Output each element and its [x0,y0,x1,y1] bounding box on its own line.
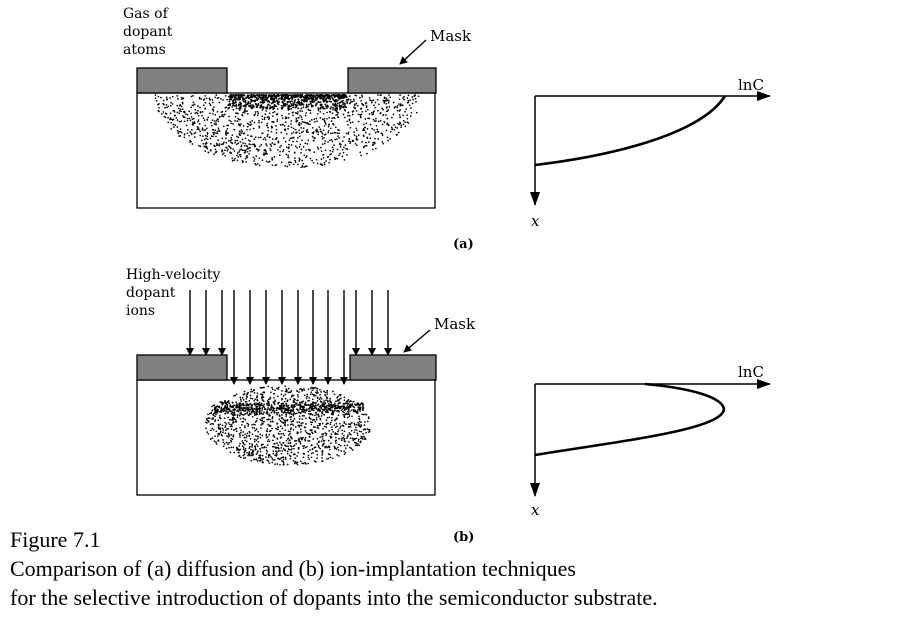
ion-label-line3: ions [126,303,155,319]
diffused-dopant-region [154,94,420,169]
lnc-label-b: lnC [738,363,764,381]
implanted-dopant-region [205,385,371,466]
substrate-a [136,92,436,209]
mask-label-b: Mask [434,315,476,333]
panel-b: High-velocity dopant ions Mask lnC x (b) [126,267,771,545]
implant-profile-curve [534,382,726,457]
ion-beam-arrows [186,290,392,385]
gas-label-line1: Gas of [123,6,170,22]
x-label-b: x [531,501,540,519]
x-label-a: x [531,212,540,230]
mask-label-a: Mask [430,27,472,45]
figure-caption-line2: for the selective introduction of dopant… [10,585,658,610]
mask-pointer-b [403,329,431,353]
figure-number: Figure 7.1 [10,527,101,552]
substrate-b [136,379,436,496]
ion-label-line1: High-velocity [126,267,220,283]
figure-caption-line1: Comparison of (a) diffusion and (b) ion-… [10,556,576,581]
panel-b-tag: (b) [453,530,474,545]
lnc-label-a: lnC [738,76,764,94]
ion-label-line2: dopant [126,285,176,301]
panel-a: Gas of dopant atoms Mask lnC x (a) [123,6,771,252]
mask-right-b [349,354,437,381]
mask-left-a [136,67,228,94]
mask-left-b [136,354,228,381]
mask-right-a [347,67,437,94]
gas-label-line3: atoms [123,42,166,58]
gas-label-line2: dopant [123,24,173,40]
diffusion-profile-curve [534,95,727,167]
mask-pointer-a [399,39,427,65]
panel-a-tag: (a) [453,237,474,252]
